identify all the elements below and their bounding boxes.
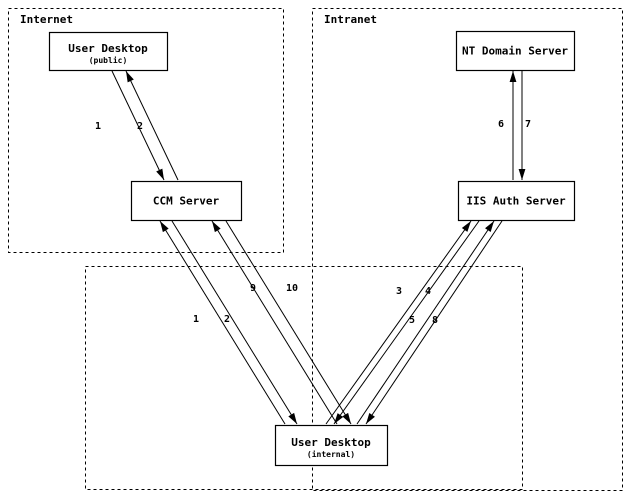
flow-arrowhead-flow-2-public: [126, 71, 134, 83]
flow-label-flow-5: 5: [409, 315, 415, 326]
flow-line-flow-5: [356, 220, 495, 425]
node-iis-auth-server[interactable]: IIS Auth Server: [457, 180, 576, 222]
node-title-user-desktop-public: User Desktop: [68, 42, 148, 55]
flow-label-flow-3: 3: [396, 286, 402, 297]
node-subtitle-user-desktop-public: (public): [89, 55, 128, 65]
flow-label-flow-8: 8: [432, 315, 438, 326]
node-title-ccm-server: CCM Server: [153, 195, 220, 208]
flow-label-flow-10: 10: [286, 283, 298, 294]
flow-arrowhead-flow-3: [461, 221, 471, 232]
flow-label-flow-7-domain: 7: [525, 119, 531, 130]
zone-layer: [8, 8, 623, 491]
flow-flow-8: [365, 220, 503, 425]
flow-layer: [111, 70, 526, 425]
flow-line-flow-1-public: [111, 70, 165, 181]
node-nt-domain-server[interactable]: NT Domain Server: [455, 30, 576, 72]
node-title-iis-auth-server: IIS Auth Server: [466, 195, 566, 208]
node-box-user-desktop-public[interactable]: [48, 31, 169, 72]
flow-label-flow-6-domain: 6: [498, 119, 504, 130]
flow-line-flow-8: [365, 220, 503, 425]
flow-flow-3: [325, 220, 472, 425]
flow-label-flow-9: 9: [250, 283, 256, 294]
flow-arrowhead-flow-4: [334, 413, 344, 424]
flow-flow-2-internal: [171, 220, 298, 425]
flow-arrowhead-flow-9: [212, 221, 221, 233]
zone-boundary-intranet: [312, 8, 623, 491]
node-box-ccm-server[interactable]: [130, 180, 243, 222]
label-layer: Internet Intranet 1 2 6 7 1 2 9 10 3 4 5 8: [20, 13, 531, 326]
node-title-user-desktop-internal: User Desktop: [291, 436, 371, 449]
node-user-desktop-public[interactable]: User Desktop(public): [48, 31, 169, 72]
flow-arrowhead-flow-6-domain: [509, 71, 517, 82]
flow-arrowhead-flow-10: [342, 412, 351, 424]
flow-label-flow-4: 4: [425, 286, 431, 297]
flow-label-flow-2-public: 2: [137, 121, 143, 132]
node-box-nt-domain-server[interactable]: [455, 30, 576, 72]
flow-flow-1-public: [111, 70, 165, 181]
flow-arrowhead-flow-2-internal: [288, 412, 297, 424]
flow-flow-9: [211, 220, 338, 425]
flow-flow-4: [333, 220, 480, 425]
flow-line-flow-4: [333, 220, 480, 425]
flow-flow-10: [225, 220, 352, 425]
flow-label-flow-1-public: 1: [95, 121, 101, 132]
flow-label-flow-1-internal: 1: [193, 314, 199, 325]
zone-label-intranet: Intranet: [324, 13, 377, 26]
flow-arrowhead-flow-8: [366, 412, 375, 424]
flow-flow-1-internal: [159, 220, 286, 425]
flow-flow-2-public: [125, 70, 179, 181]
zone-boundary-internal-lan: [85, 266, 523, 490]
flow-arrowhead-flow-5: [485, 221, 494, 233]
flow-line-flow-1-internal: [159, 220, 286, 425]
flow-line-flow-2-public: [125, 70, 179, 181]
flow-line-flow-2-internal: [171, 220, 298, 425]
node-box-iis-auth-server[interactable]: [457, 180, 576, 222]
flow-arrowhead-flow-1-internal: [160, 221, 169, 233]
flow-arrowhead-flow-1-public: [156, 168, 164, 180]
flow-label-flow-2-internal: 2: [224, 314, 230, 325]
flow-flow-6-domain: [509, 71, 517, 180]
flow-arrowhead-flow-7-domain: [518, 169, 526, 180]
flow-line-flow-3: [325, 220, 472, 425]
zone-boundary-internet: [8, 8, 284, 253]
node-subtitle-user-desktop-internal: (internal): [307, 449, 355, 459]
zone-label-internet: Internet: [20, 13, 73, 26]
flow-flow-7-domain: [518, 71, 526, 180]
flow-line-flow-9: [211, 220, 338, 425]
node-box-user-desktop-internal[interactable]: [274, 424, 389, 467]
flow-flow-5: [356, 220, 495, 425]
flow-line-flow-10: [225, 220, 352, 425]
node-user-desktop-internal[interactable]: User Desktop(internal): [274, 424, 389, 467]
node-ccm-server[interactable]: CCM Server: [130, 180, 243, 222]
node-title-nt-domain-server: NT Domain Server: [462, 45, 568, 58]
